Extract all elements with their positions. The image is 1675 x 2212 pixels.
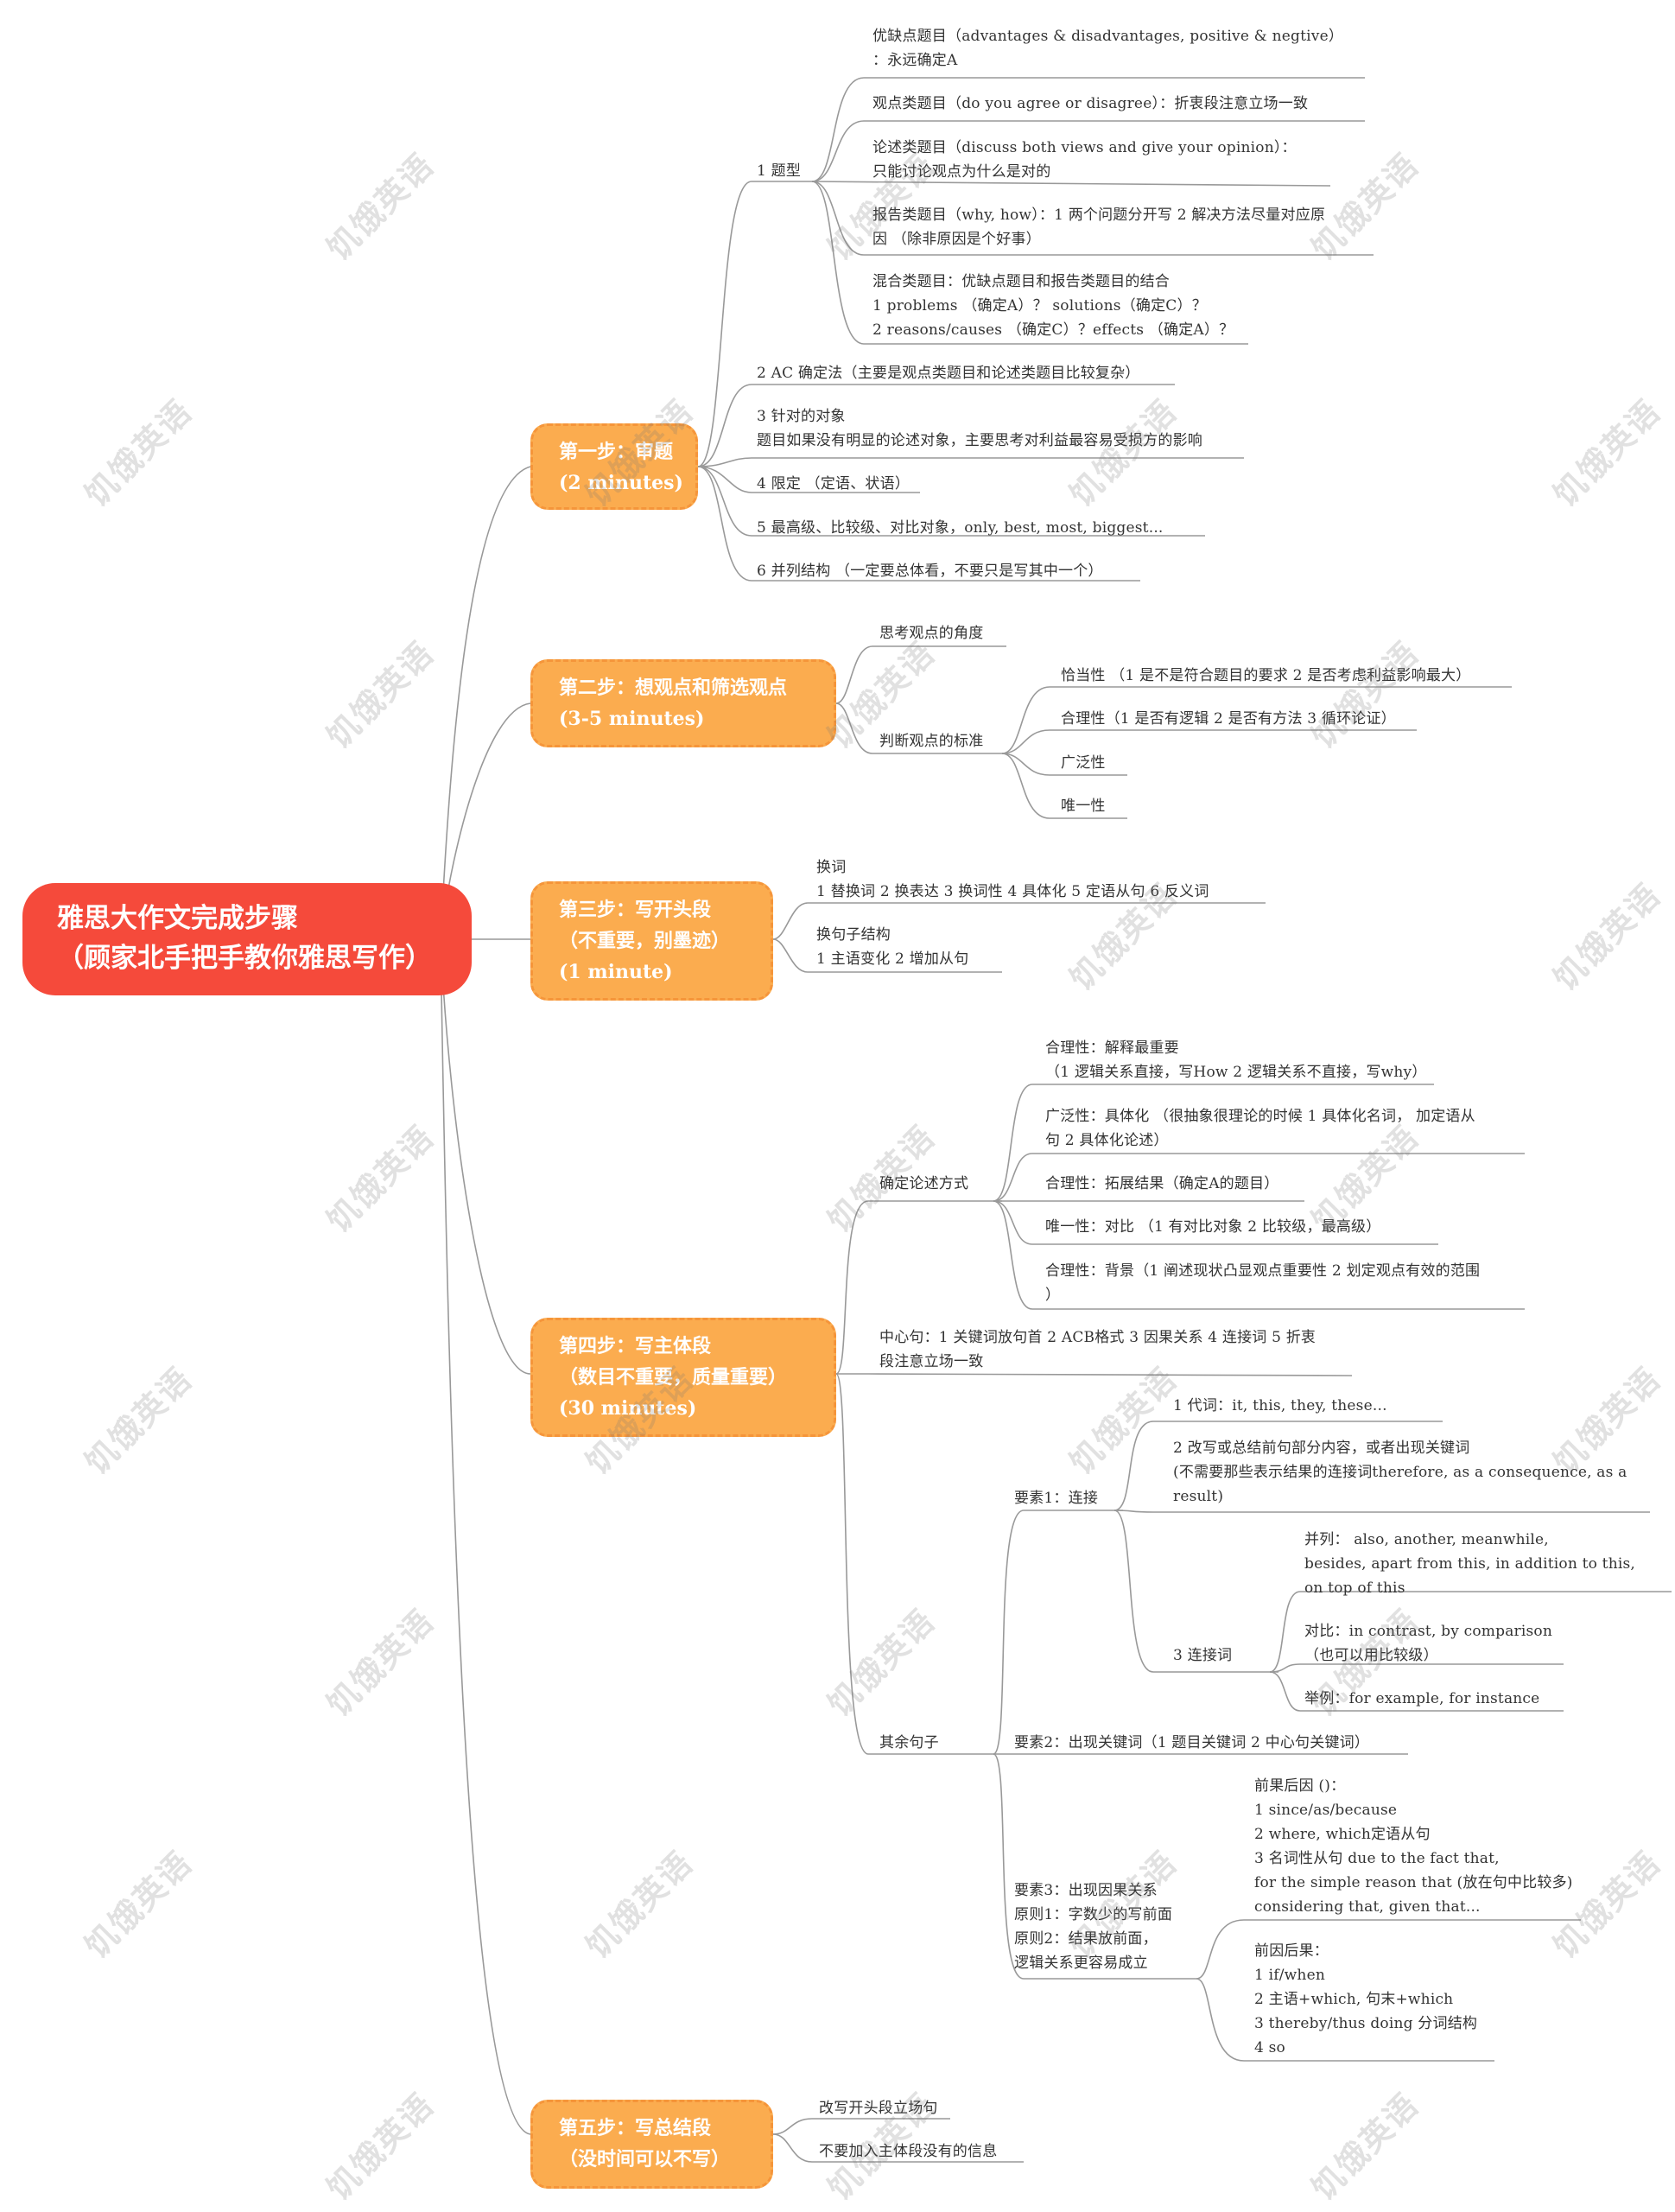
step-4-time: (30 minutes): [559, 1397, 697, 1420]
s4-method-specific[interactable]: 广泛性：具体化 （很抽象很理论的时候 1 具体化名词， 加定语从句 2 具体化论…: [1045, 1108, 1475, 1149]
s4-method[interactable]: 确定论述方式: [879, 1175, 969, 1192]
step-5-note: （没时间可以不写）: [559, 2148, 731, 2171]
s4-method-extend[interactable]: 合理性：拓展结果（确定A的题目）: [1045, 1175, 1279, 1192]
step-3-node[interactable]: 第三步：写开头段 （不重要，别墨迹） (1 minute): [530, 881, 773, 1001]
s4-words-contrast[interactable]: 对比：in contrast, by comparison（也可以用比较级）: [1304, 1623, 1553, 1664]
s4-connect-words[interactable]: 3 连接词: [1173, 1647, 1233, 1664]
s4-connect-pronoun[interactable]: 1 代词：it, this, they, these...: [1173, 1397, 1387, 1414]
s1-type-pros-cons[interactable]: 优缺点题目（advantages & disadvantages, positi…: [872, 28, 1344, 69]
s4-words-parallel[interactable]: 并列： also, another, meanwhile,besides, ap…: [1304, 1531, 1636, 1597]
s5-no-new-info[interactable]: 不要加入主体段没有的信息: [819, 2143, 998, 2160]
s1-type-discuss[interactable]: 论述类题目（discuss both views and give your o…: [872, 139, 1297, 181]
step-3-time: (1 minute): [559, 961, 673, 983]
s2-criteria-broad[interactable]: 广泛性: [1061, 754, 1106, 772]
s4-element-keyword[interactable]: 要素2：出现关键词（1 题目关键词 2 中心句关键词）: [1014, 1734, 1370, 1751]
step-1-title: 第一步：审题: [559, 441, 674, 463]
root-title: 雅思大作文完成步骤: [57, 903, 298, 934]
step-4-node[interactable]: 第四步：写主体段 （数目不重要，质量重要） (30 minutes): [530, 1318, 836, 1437]
step-2-title: 第二步：想观点和筛选观点: [559, 677, 788, 699]
step-4-title: 第四步：写主体段: [559, 1335, 712, 1357]
root-node[interactable]: 雅思大作文完成步骤 （顾家北手把手教你雅思写作）: [22, 883, 472, 995]
s1-target[interactable]: 3 针对的对象题目如果没有明显的论述对象，主要思考对利益最容易受损方的影响: [757, 408, 1202, 449]
step-5-title: 第五步：写总结段: [559, 2117, 712, 2139]
s1-topic-type[interactable]: 1 题型: [757, 162, 802, 180]
step-1-node[interactable]: 第一步：审题 (2 minutes): [530, 423, 698, 510]
s4-element-connect[interactable]: 要素1：连接: [1014, 1490, 1099, 1507]
step-5-node[interactable]: 第五步：写总结段 （没时间可以不写）: [530, 2100, 773, 2189]
s1-parallel[interactable]: 6 并列结构 （一定要总体看，不要只是写其中一个）: [757, 563, 1103, 580]
s2-criteria-reasonable[interactable]: 合理性（1 是否有逻辑 2 是否有方法 3 循环论证）: [1061, 710, 1396, 728]
s4-center-sentence[interactable]: 中心句：1 关键词放句首 2 ACB格式 3 因果关系 4 连接词 5 折衷段注…: [879, 1329, 1317, 1370]
s1-limit[interactable]: 4 限定 （定语、状语）: [757, 475, 910, 493]
s1-type-report[interactable]: 报告类题目（why, how）：1 两个问题分开写 2 解决方法尽量对应原因 （…: [872, 207, 1326, 248]
s4-method-contrast[interactable]: 唯一性：对比 （1 有对比对象 2 比较级，最高级）: [1045, 1218, 1381, 1236]
s4-words-example[interactable]: 举例：for example, for instance: [1304, 1690, 1540, 1707]
s1-superlative[interactable]: 5 最高级、比较级、对比对象，only, best, most, biggest…: [757, 519, 1164, 537]
s1-ac-method[interactable]: 2 AC 确定法（主要是观点类题目和论述类题目比较复杂）: [757, 365, 1140, 382]
step-1-time: (2 minutes): [559, 472, 683, 494]
s2-criteria-unique[interactable]: 唯一性: [1061, 798, 1106, 815]
s4-connect-rewrite[interactable]: 2 改写或总结前句部分内容，或者出现关键词(不需要那些表示结果的连接词there…: [1173, 1440, 1627, 1505]
step-3-note: （不重要，别墨迹）: [559, 930, 731, 952]
step-3-title: 第三步：写开头段: [559, 899, 712, 921]
s1-type-agree[interactable]: 观点类题目（do you agree or disagree）：折衷段注意立场一…: [872, 95, 1309, 112]
step-4-note: （数目不重要，质量重要）: [559, 1366, 788, 1389]
step-2-node[interactable]: 第二步：想观点和筛选观点 (3-5 minutes): [530, 659, 836, 747]
s4-method-explain[interactable]: 合理性：解释最重要（1 逻辑关系直接，写How 2 逻辑关系不直接，写why）: [1045, 1039, 1427, 1081]
s2-criteria[interactable]: 判断观点的标准: [879, 733, 984, 750]
s4-method-background[interactable]: 合理性：背景（1 阐述现状凸显观点重要性 2 划定观点有效的范围）: [1045, 1262, 1481, 1304]
s4-element-cause[interactable]: 要素3：出现因果关系原则1：字数少的写前面原则2：结果放前面，逻辑关系更容易成立: [1014, 1882, 1173, 1972]
s5-rewrite[interactable]: 改写开头段立场句: [819, 2100, 938, 2117]
s2-angle[interactable]: 思考观点的角度: [879, 625, 984, 642]
s2-criteria-appropriate[interactable]: 恰当性 （1 是不是符合题目的要求 2 是否考虑利益影响最大）: [1061, 667, 1471, 684]
s4-rest-sentences[interactable]: 其余句子: [879, 1734, 939, 1751]
step-2-time: (3-5 minutes): [559, 708, 705, 730]
root-subtitle: （顾家北手把手教你雅思写作）: [57, 943, 432, 974]
